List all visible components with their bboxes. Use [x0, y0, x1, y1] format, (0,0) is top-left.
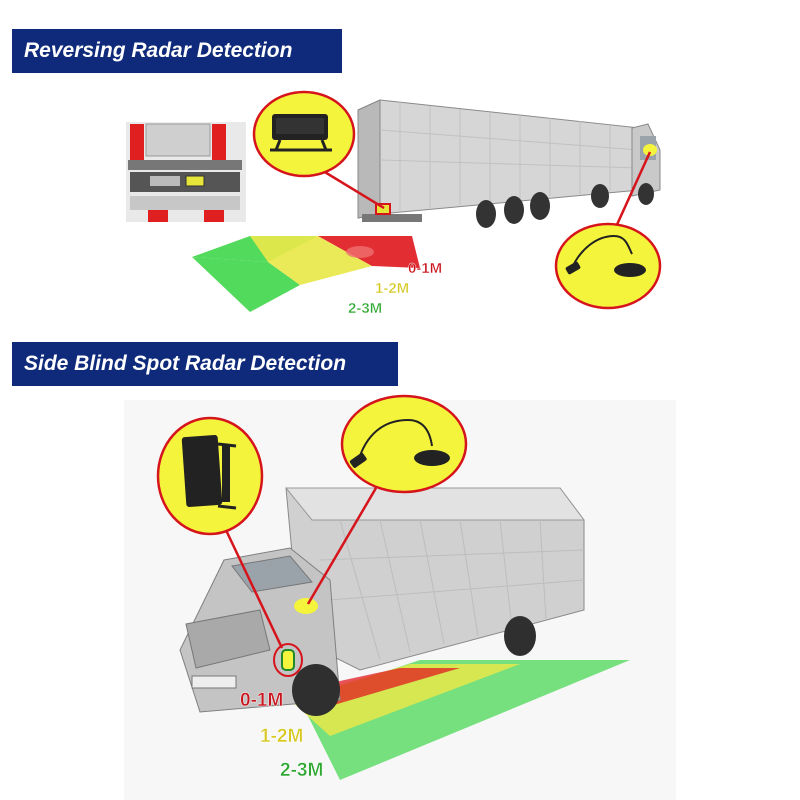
- reversing-radar-title: Reversing Radar Detection: [12, 29, 342, 73]
- reversing-radar-illustration: [126, 90, 662, 312]
- reversing-zone-near-label: 0-1M: [408, 260, 443, 277]
- side-blind-spot-radar-title: Side Blind Spot Radar Detection: [12, 342, 398, 386]
- side-display-callout: [156, 416, 284, 649]
- radar-sensor-icon: [349, 418, 450, 468]
- reversing-radar-zones: [192, 236, 420, 312]
- side-sensor-callout: [306, 394, 468, 605]
- box-truck: [179, 487, 585, 716]
- reversing-zone-far-label: 2-3M: [348, 300, 383, 317]
- radar-sensor-icon: [565, 234, 646, 277]
- radar-display-icon: [181, 435, 237, 510]
- reversing-sensor-callout: [554, 151, 662, 310]
- reversing-display-callout: [252, 90, 385, 210]
- side-zone-far-label: 2-3M: [280, 760, 324, 781]
- reversing-zone-mid-label: 1-2M: [375, 280, 410, 297]
- radar-display-icon: [270, 114, 332, 152]
- trailer-rear-inset: [126, 122, 246, 222]
- side-zone-mid-label: 1-2M: [260, 726, 304, 747]
- side-zone-near-label: 0-1M: [240, 690, 284, 711]
- semi-truck: [357, 99, 661, 228]
